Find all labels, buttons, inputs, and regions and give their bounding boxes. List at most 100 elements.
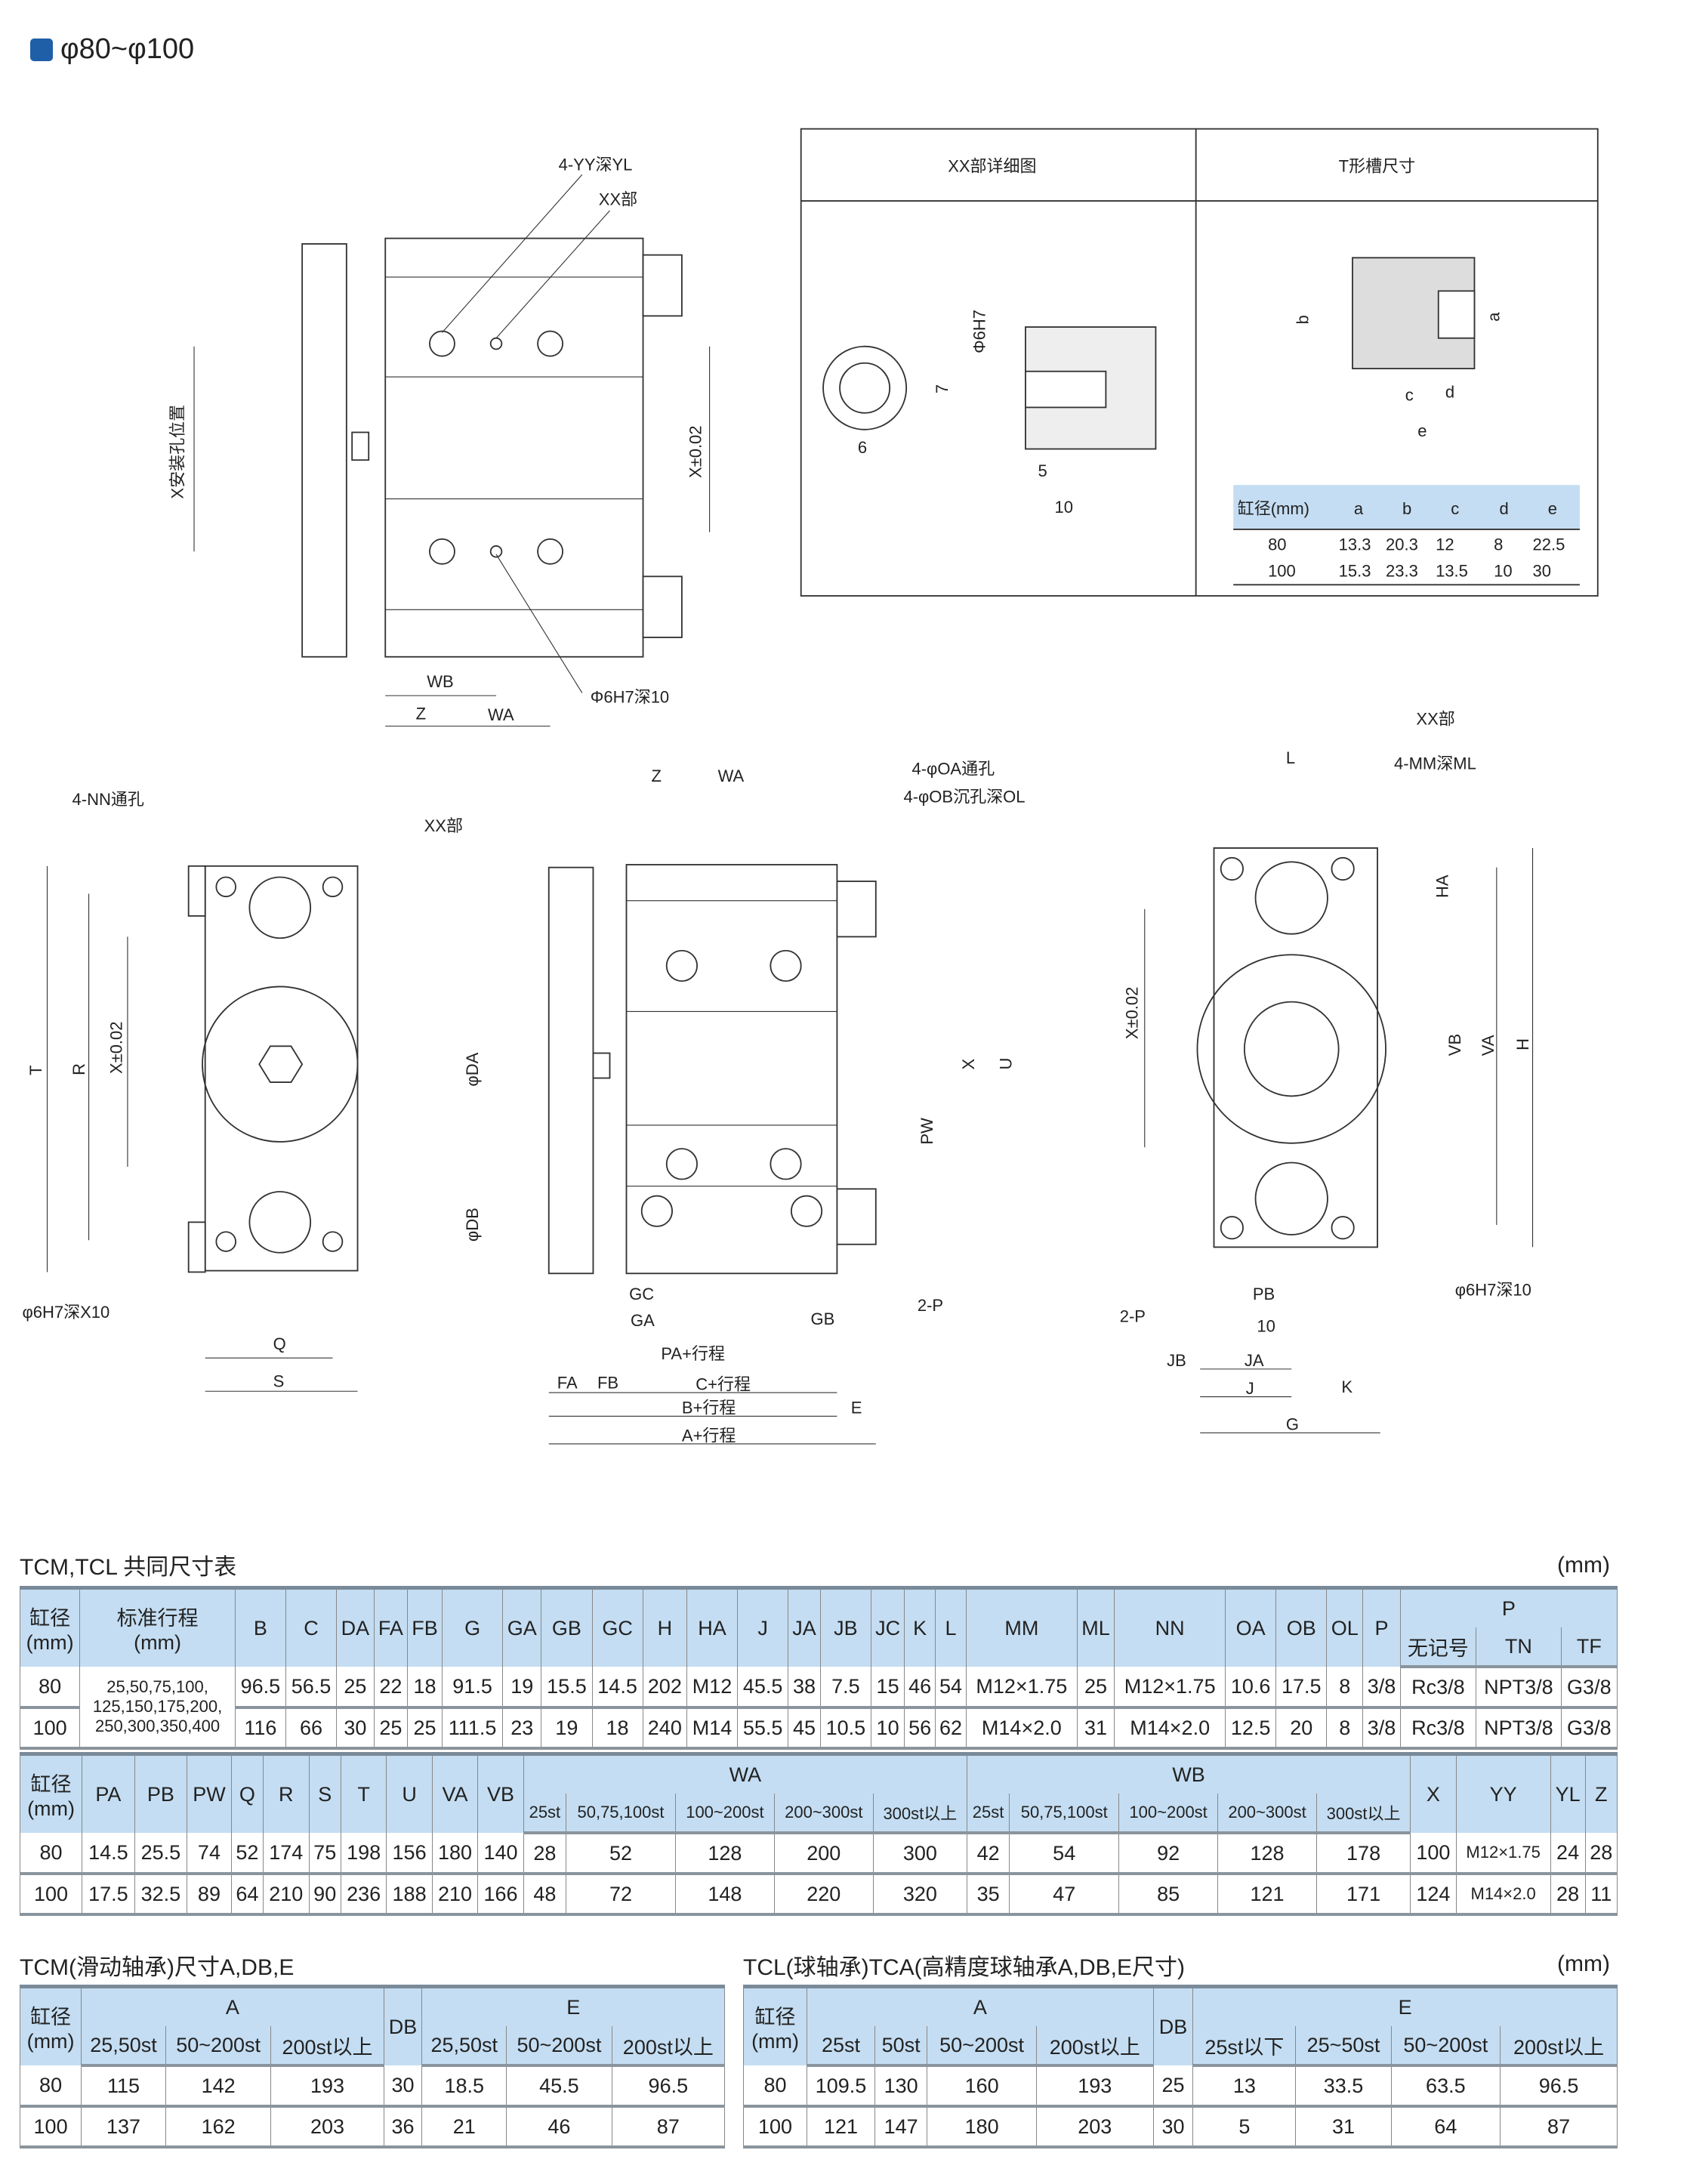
label: 10 xyxy=(1054,498,1072,517)
label: GB xyxy=(811,1309,835,1328)
label: 10 xyxy=(1257,1316,1275,1335)
column-header: JC xyxy=(870,1586,905,1667)
table-cell: 91.5 xyxy=(442,1667,504,1709)
column-header: 无记号 xyxy=(1399,1627,1477,1668)
cell: e xyxy=(1548,499,1557,518)
table-cell: M14×2.0 xyxy=(1114,1707,1226,1750)
column-header: 25,50st xyxy=(421,2026,507,2067)
label: d xyxy=(1445,383,1454,402)
table-cell: 148 xyxy=(674,1874,775,1916)
table-cell: 160 xyxy=(927,2065,1037,2108)
table-cell: 178 xyxy=(1315,1833,1411,1875)
table-cell: 62 xyxy=(935,1707,967,1750)
column-header: H xyxy=(642,1586,688,1667)
table-cell: 109.5 xyxy=(807,2065,875,2108)
column-header: E xyxy=(421,1985,725,2026)
table-cell: 203 xyxy=(270,2106,384,2149)
label: XX部 xyxy=(599,190,637,209)
table-cell: 137 xyxy=(81,2106,166,2149)
column-header: GC xyxy=(591,1586,643,1667)
table-cell: 198 xyxy=(340,1833,387,1875)
cell: b xyxy=(1402,499,1411,518)
column-header: P xyxy=(1399,1586,1618,1627)
label: B+行程 xyxy=(682,1399,736,1417)
label: X±0.02 xyxy=(1123,987,1142,1040)
column-header: 50~200st xyxy=(927,2026,1037,2067)
table-cell: 24 xyxy=(1550,1833,1586,1875)
label: A+行程 xyxy=(682,1426,736,1445)
column-header: E xyxy=(1192,1985,1618,2026)
column-header: ML xyxy=(1076,1586,1115,1667)
table-cell: Rc3/8 xyxy=(1399,1667,1477,1709)
column-header: 25st xyxy=(523,1794,567,1834)
column-header: OL xyxy=(1326,1586,1364,1667)
table-cell: 48 xyxy=(523,1874,567,1916)
cell: 22.5 xyxy=(1533,535,1565,554)
table-cell: 111.5 xyxy=(442,1707,504,1750)
table-cell: 18 xyxy=(591,1707,643,1750)
table-cell: 14.5 xyxy=(591,1667,643,1709)
column-header: FA xyxy=(373,1586,409,1667)
label: H xyxy=(1513,1038,1532,1050)
column-header: 25~50st xyxy=(1295,2026,1392,2067)
column-header: WA xyxy=(523,1752,967,1794)
label: b xyxy=(1293,315,1312,324)
label: X xyxy=(959,1059,978,1070)
table-cell: 8 xyxy=(1326,1707,1364,1750)
column-header: VB xyxy=(477,1752,524,1833)
label: X安装孔位置 xyxy=(168,405,187,499)
table-cell: M14×2.0 xyxy=(1455,1874,1551,1916)
table-cell: 128 xyxy=(674,1833,775,1875)
table-cell: 96.5 xyxy=(1500,2065,1618,2108)
cell: c xyxy=(1451,499,1459,518)
table-cell: 100 xyxy=(19,1707,81,1750)
table-cell: 80 xyxy=(19,1833,83,1875)
label: φDA xyxy=(463,1052,482,1086)
table-cell: 121 xyxy=(807,2106,875,2149)
t-slot-table: 缸径(mm) a b c d e 80 13.3 20.3 12 8 22.5 … xyxy=(1233,485,1580,586)
table-cell: 87 xyxy=(611,2106,726,2149)
label: VA xyxy=(1479,1035,1497,1056)
table-cell: 92 xyxy=(1118,1833,1219,1875)
table-cell: 300 xyxy=(872,1833,967,1875)
label: Z xyxy=(652,767,662,785)
table-cell: 210 xyxy=(431,1874,479,1916)
label: φDB xyxy=(463,1208,482,1242)
column-header: 50,75,100st xyxy=(566,1794,676,1834)
column-header: 标准行程 (mm) xyxy=(79,1586,236,1667)
table-cell: 46 xyxy=(904,1667,936,1709)
table-cell: 35 xyxy=(966,1874,1010,1916)
table-cell: 96.5 xyxy=(234,1667,286,1709)
table1-unit: (mm) xyxy=(1557,1553,1610,1578)
label: φ6H7深10 xyxy=(1455,1281,1531,1300)
column-header: 50~200st xyxy=(165,2026,272,2067)
label: VB xyxy=(1445,1034,1464,1056)
label: J xyxy=(1246,1379,1254,1398)
label: 4-φOA通孔 xyxy=(911,760,995,779)
table-cell: 25 xyxy=(336,1667,375,1709)
table-cell: 100 xyxy=(19,2106,82,2149)
table-cell: 18 xyxy=(407,1667,443,1709)
label: WB xyxy=(427,672,453,691)
label: Φ6H7 xyxy=(970,310,989,353)
cell: d xyxy=(1499,499,1508,518)
table-cell: 19 xyxy=(541,1707,593,1750)
table-cell: M12×1.75 xyxy=(965,1667,1078,1709)
table-cell: 180 xyxy=(927,2106,1037,2149)
column-header: U xyxy=(386,1752,433,1833)
column-header: 25st以下 xyxy=(1192,2026,1297,2067)
table-cell: 8 xyxy=(1326,1667,1364,1709)
table-cell: 80 xyxy=(19,1667,81,1709)
column-header: S xyxy=(308,1752,341,1833)
label: K xyxy=(1341,1377,1353,1396)
column-header: 300st以上 xyxy=(1315,1794,1411,1834)
table-cell: M12 xyxy=(686,1667,739,1709)
table-cell: 30 xyxy=(383,2065,423,2108)
cell: 10 xyxy=(1494,561,1512,580)
